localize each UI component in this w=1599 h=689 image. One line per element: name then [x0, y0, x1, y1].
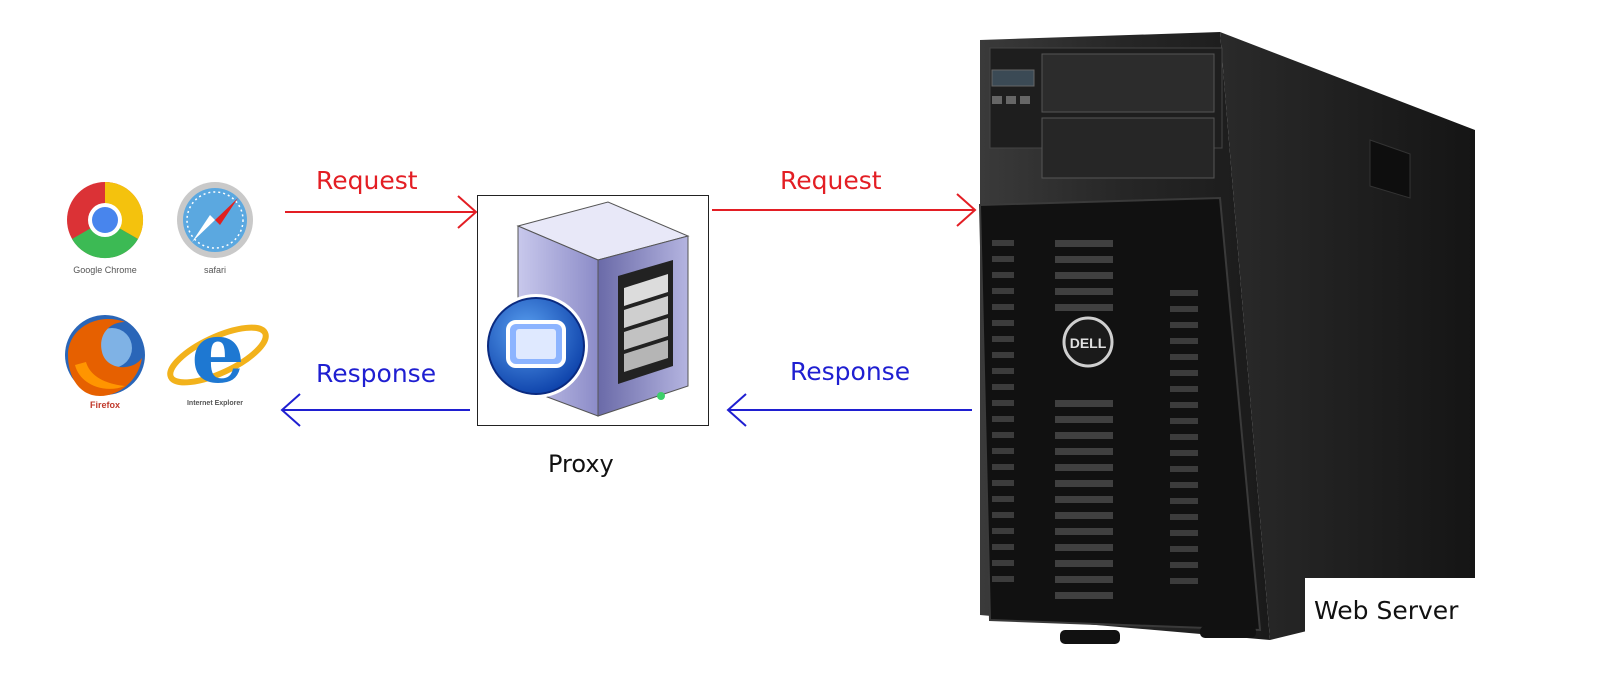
browser-caption: Internet Explorer [186, 400, 243, 407]
proxy-server-icon [484, 201, 690, 417]
browser-caption: Firefox [89, 400, 120, 410]
svg-text:DELL: DELL [1070, 335, 1107, 351]
response-label-left: Response [316, 359, 437, 388]
proxy-node [477, 195, 709, 426]
request-label-right: Request [780, 166, 882, 195]
safari-icon [177, 182, 253, 258]
web-server-label: Web Server [1314, 596, 1459, 625]
response-arrow-to-proxy [726, 393, 972, 427]
browser-caption: Google Chrome [73, 265, 137, 275]
browser-group: Google Chrome safari Firefox e Internet … [40, 170, 290, 440]
browser-item-internet-explorer: e Internet Explorer [160, 310, 280, 430]
tower-server-icon: DELL [978, 32, 1475, 644]
proxy-label: Proxy [548, 450, 614, 478]
browser-caption: safari [203, 265, 226, 275]
request-arrow-to-server [712, 193, 977, 227]
dell-logo: DELL [1062, 316, 1114, 368]
browser-item-firefox: Firefox [50, 310, 160, 430]
browser-item-chrome: Google Chrome [50, 180, 160, 295]
chrome-icon [67, 181, 144, 259]
browser-item-safari: safari [160, 180, 270, 295]
internet-explorer-icon: e [167, 310, 269, 400]
request-arrow-to-proxy [285, 195, 478, 229]
response-arrow-to-browsers [280, 393, 470, 427]
response-label-right: Response [790, 357, 911, 386]
request-label-left: Request [316, 166, 418, 195]
svg-text:e: e [191, 310, 244, 400]
firefox-icon [65, 315, 145, 396]
